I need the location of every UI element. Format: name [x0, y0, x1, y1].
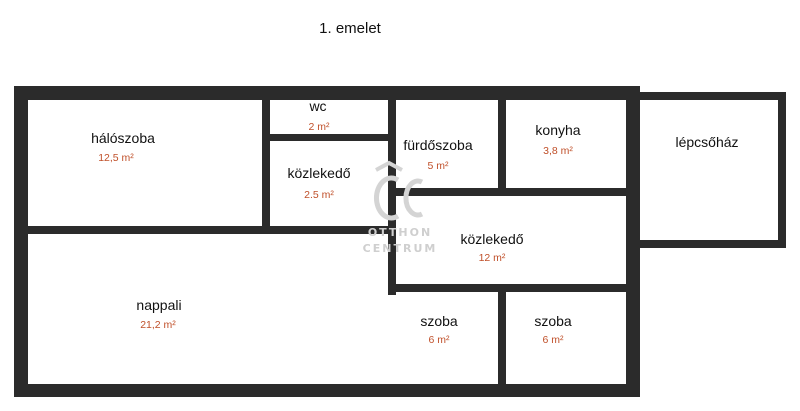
stair-wall-bottom — [640, 240, 786, 248]
wall-wc-bottom — [270, 134, 390, 141]
room-name-corridor-small: közlekedő — [287, 165, 351, 181]
floor-title: 1. emelet — [319, 20, 381, 37]
room-name-bathroom: fürdőszoba — [403, 137, 473, 153]
wall-bedroom-right — [262, 100, 270, 228]
room-area-room-2: 6 m² — [542, 334, 564, 346]
watermark: OTTHON CENTRUM — [360, 160, 440, 260]
stair-wall-right — [778, 92, 786, 248]
otthon-centrum-logo-icon — [373, 160, 424, 221]
room-area-living-room: 21,2 m² — [140, 319, 176, 331]
wall-bedroom-bottom — [28, 226, 390, 234]
room-area-bedroom: 12,5 m² — [98, 152, 134, 164]
wall-rooms-divider — [498, 284, 506, 384]
watermark-line1: OTTHON — [367, 226, 433, 239]
room-name-room-1: szoba — [420, 313, 458, 329]
wall-bottom — [14, 384, 640, 397]
room-name-wc: wc — [309, 98, 327, 114]
wall-right — [626, 86, 640, 397]
wall-top — [14, 86, 640, 100]
room-name-bedroom: hálószoba — [91, 130, 155, 146]
room-name-stairwell: lépcsőház — [675, 134, 739, 150]
room-area-wc: 2 m² — [308, 121, 330, 133]
wall-hall-bottom — [388, 284, 626, 292]
room-area-hallway: 12 m² — [478, 252, 506, 264]
room-name-living-room: nappali — [136, 297, 182, 313]
wall-corridor-right — [388, 100, 396, 295]
watermark-line2: CENTRUM — [362, 242, 438, 255]
stair-wall-top — [640, 92, 786, 100]
room-name-kitchen: konyha — [535, 122, 581, 138]
room-area-room-1: 6 m² — [428, 334, 450, 346]
wall-bath-bottom — [396, 188, 626, 196]
room-area-kitchen: 3,8 m² — [543, 145, 573, 157]
wall-left — [14, 86, 28, 397]
wall-bath-kitchen — [498, 100, 506, 190]
room-name-hallway: közlekedő — [460, 231, 524, 247]
room-name-room-2: szoba — [534, 313, 572, 329]
room-area-bathroom: 5 m² — [427, 160, 449, 172]
room-area-corridor-small: 2.5 m² — [304, 189, 334, 201]
